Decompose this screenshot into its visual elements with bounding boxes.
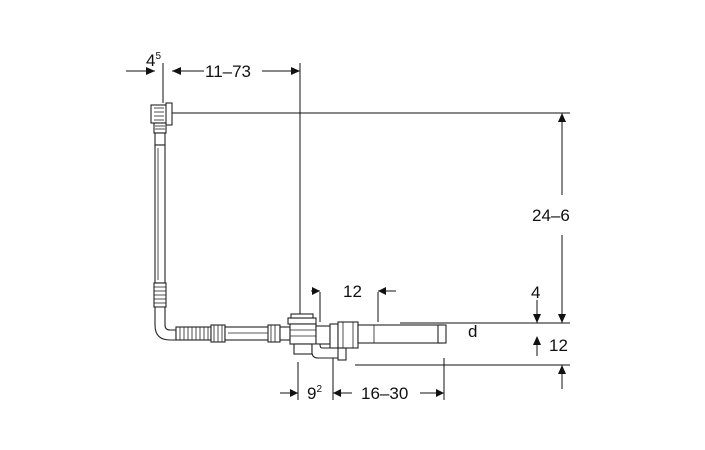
height-range-label: 24–6 bbox=[532, 206, 570, 225]
bottom-range-label: 16–30 bbox=[361, 384, 408, 403]
bottom-dimension-arrows bbox=[280, 389, 444, 397]
lower-4-label: 4 bbox=[531, 283, 540, 302]
lower-12-label: 12 bbox=[549, 336, 568, 355]
top-dimension-arrows bbox=[126, 67, 300, 75]
lower-12-arrows bbox=[533, 336, 566, 389]
height-dimension-arrows bbox=[558, 113, 566, 323]
overflow-head bbox=[150, 102, 173, 146]
bottom-offset-label: 92 bbox=[307, 384, 322, 403]
overflow-range-label: 11–73 bbox=[205, 62, 251, 81]
drain-offset-label: 12 bbox=[343, 282, 362, 301]
drain-offset-arrows bbox=[311, 287, 396, 295]
lower-4-arrows bbox=[533, 300, 541, 323]
drain-body bbox=[287, 313, 347, 361]
corrugated-hose bbox=[175, 324, 291, 343]
outlet-pipe bbox=[337, 321, 447, 349]
overflow-offset-label: 45 bbox=[146, 51, 161, 70]
pipe-diameter-label: d bbox=[468, 322, 477, 341]
overflow-hose bbox=[153, 144, 177, 341]
reference-lines bbox=[162, 63, 570, 400]
